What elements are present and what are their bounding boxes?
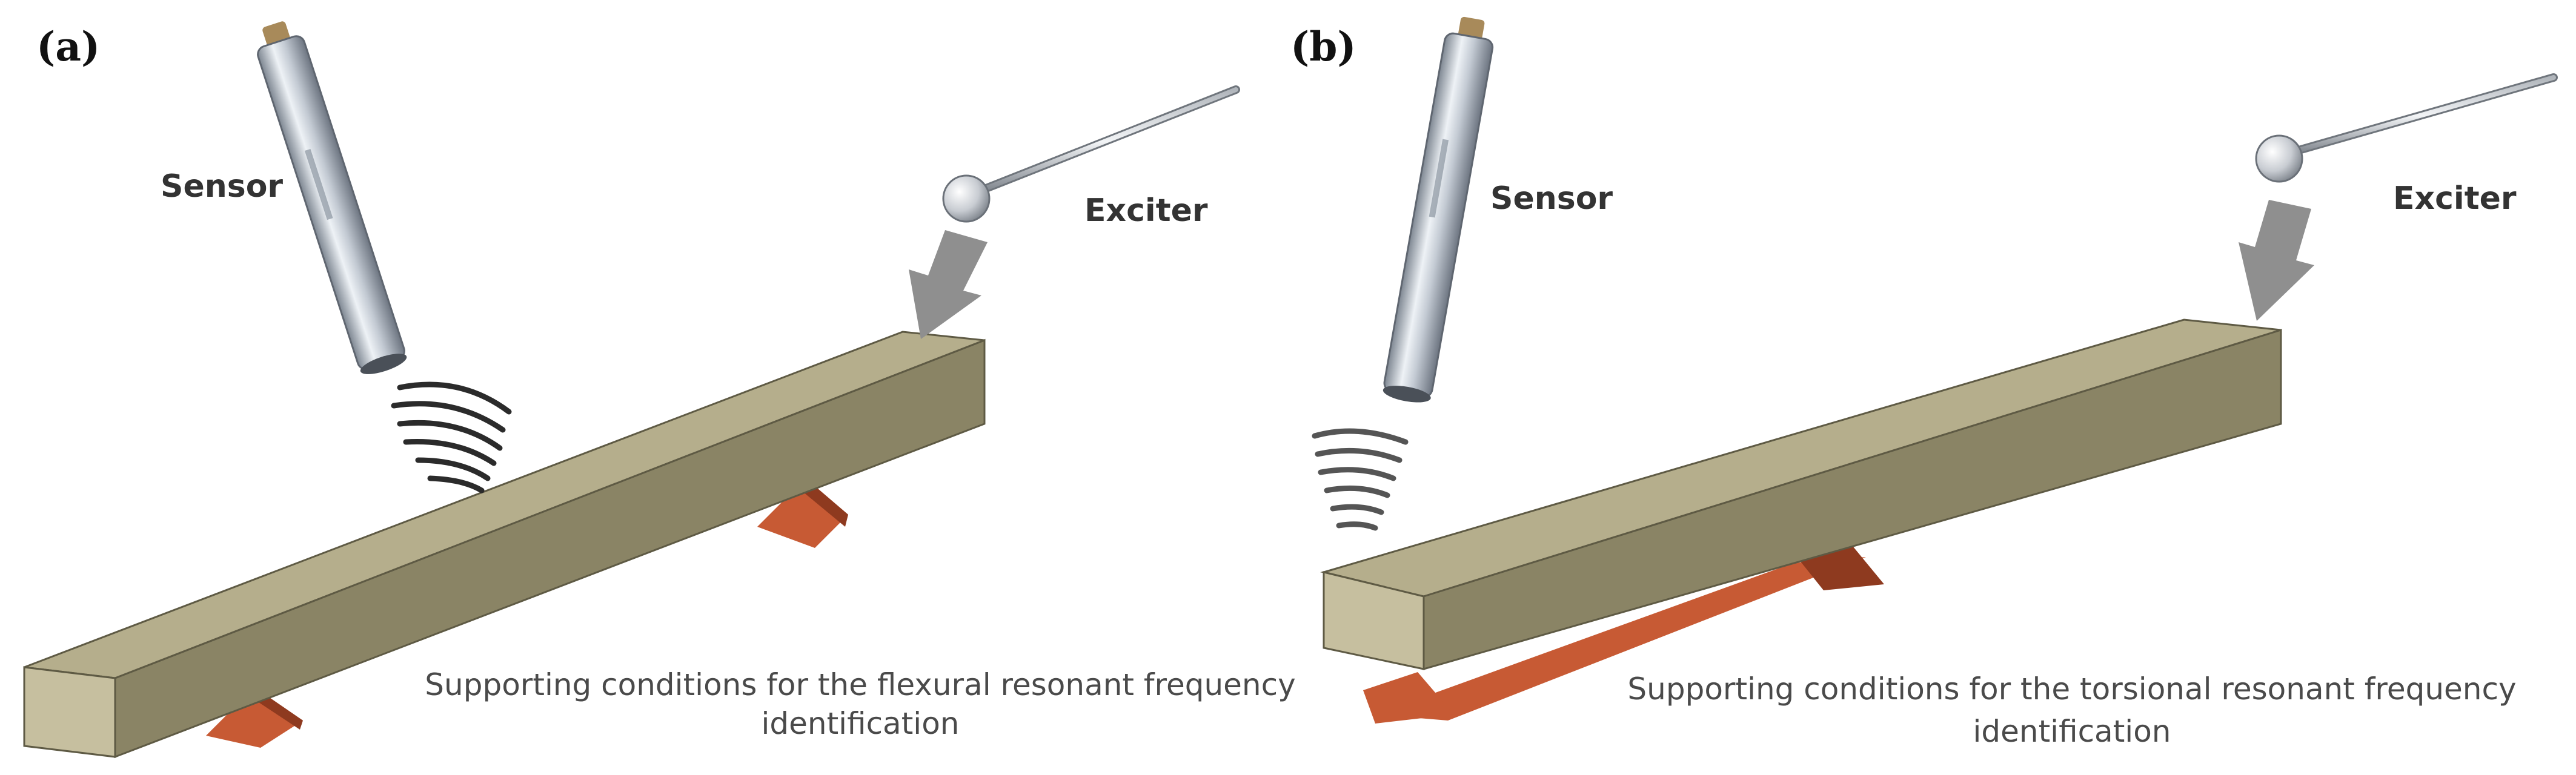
panel-b-sensor (1383, 16, 1494, 403)
panel-a-support-right (757, 478, 848, 548)
panel-a-sensor (257, 21, 407, 374)
panel-b-exciter-label: Exciter (2393, 180, 2517, 217)
panel-b-caption-line1: Supporting conditions for the torsional … (1627, 671, 2516, 707)
panel-a-exciter (942, 85, 1240, 223)
panel-a-beam (23, 331, 986, 759)
panel-b-exciter (2255, 73, 2558, 183)
panel-a: (a) (23, 21, 1296, 759)
panel-b-beam (1320, 318, 2282, 670)
panel-a-label: (a) (36, 23, 100, 70)
panel-a-vibration-waves (391, 381, 512, 493)
panel-b: (b) (1290, 16, 2558, 749)
panel-b-vibration-waves (1312, 428, 1409, 531)
panel-a-exciter-label: Exciter (1084, 193, 1208, 229)
panel-b-sensor-label: Sensor (1490, 180, 1613, 217)
panel-a-caption-line1: Supporting conditions for the flexural r… (425, 667, 1295, 702)
panel-b-impact-arrow (2239, 200, 2314, 321)
panel-b-caption-line2: identification (1973, 714, 2171, 749)
panel-a-caption-line2: identification (762, 706, 960, 741)
panel-a-sensor-label: Sensor (161, 168, 283, 205)
panel-b-label: (b) (1290, 23, 1356, 70)
panel-a-impact-arrow (909, 230, 988, 339)
